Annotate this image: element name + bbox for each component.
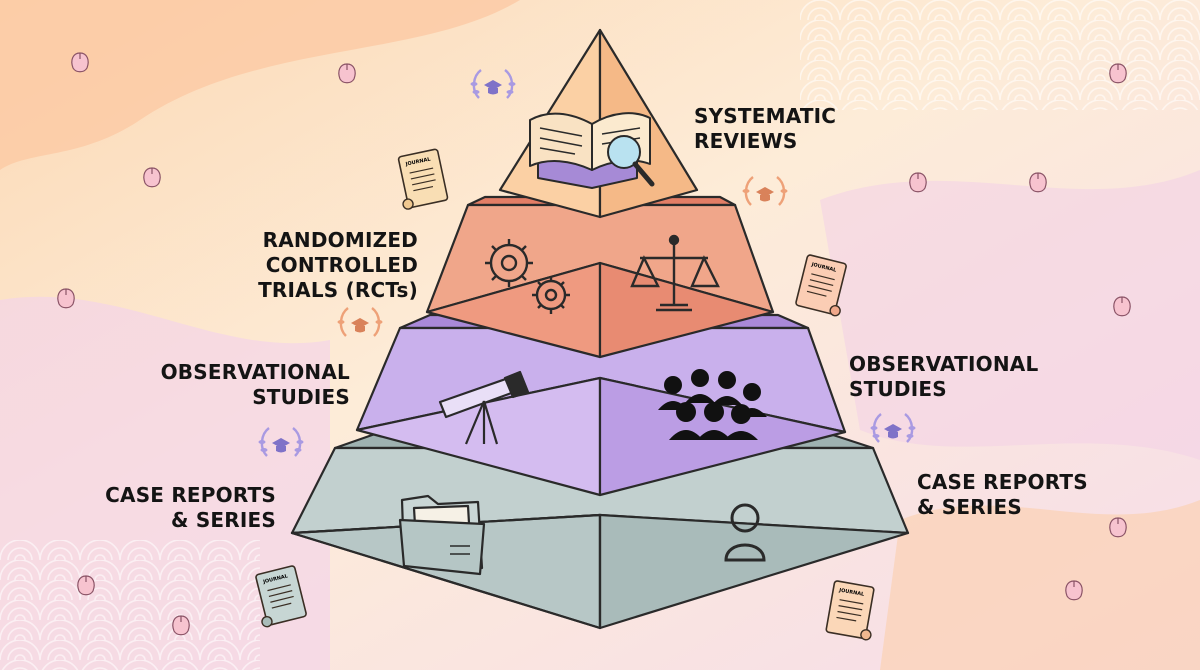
wave-pattern (0, 540, 260, 670)
telescope-icon (438, 370, 530, 445)
wave-pattern (800, 0, 1200, 110)
book-magnifier-icon (529, 112, 655, 189)
petal-icon (909, 172, 927, 193)
petal-icon (71, 52, 89, 73)
petal-icon (57, 288, 75, 309)
journal-scroll-icon: JOURNAL (825, 580, 875, 641)
petal-icon (1029, 172, 1047, 193)
svg-text:JOURNAL: JOURNAL (404, 156, 432, 167)
petal-icon (338, 63, 356, 84)
label-observational-left: OBSERVATIONAL STUDIES (160, 360, 350, 409)
label-rct: RANDOMIZED CONTROLLED TRIALS (RCTs) (258, 228, 418, 302)
background-swirl (820, 170, 1200, 460)
person-icon (724, 503, 766, 562)
background-swirl (0, 0, 520, 170)
journal-scroll-icon: JOURNAL (795, 254, 847, 317)
label-systematic-reviews: SYSTEMATIC REVIEWS (694, 104, 837, 153)
petal-icon (1109, 517, 1127, 538)
scales-icon (630, 234, 720, 312)
petal-icon (172, 615, 190, 636)
crowd-icon (658, 369, 767, 440)
petal-icon (143, 167, 161, 188)
journal-scroll-icon: JOURNAL (255, 565, 307, 628)
folder-icon (398, 494, 486, 576)
label-case-reports-left: CASE REPORTS & SERIES (105, 483, 276, 532)
background-swirl (880, 500, 1200, 670)
petal-icon (1113, 296, 1131, 317)
label-observational-right: OBSERVATIONAL STUDIES (849, 352, 1039, 401)
svg-text:JOURNAL: JOURNAL (838, 587, 866, 598)
petal-icon (77, 575, 95, 596)
gears-icon (485, 239, 570, 314)
petal-icon (1065, 580, 1083, 601)
journal-scroll-icon: JOURNAL (397, 148, 449, 210)
petal-icon (1109, 63, 1127, 84)
label-case-reports-right: CASE REPORTS & SERIES (917, 470, 1088, 519)
